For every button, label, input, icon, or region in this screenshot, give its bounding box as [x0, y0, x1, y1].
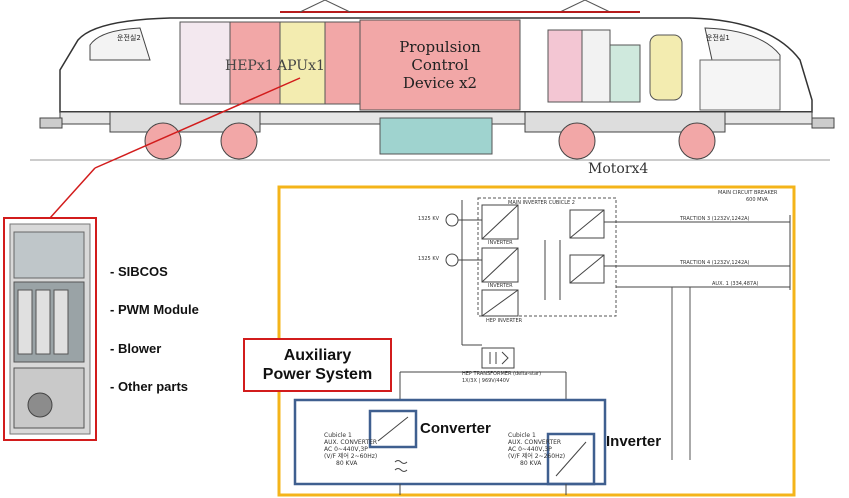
component-item: - Blower	[110, 341, 162, 356]
hep-transformer-label: HEP TRANSFORMER (delta-star)	[462, 371, 542, 377]
cubicle-left-line: AC 0~440V,3P	[324, 446, 368, 453]
hep-label: HEPx1	[225, 58, 274, 74]
hep-transformer-rating: 1X/3X | 969V/440V	[462, 378, 510, 384]
aux-1-label: AUX. 1 (334,487A)	[712, 281, 759, 287]
component-item: - PWM Module	[110, 302, 199, 317]
cubicle-right-line: Cubicle 1	[508, 432, 536, 439]
motor-label: Motorx4	[588, 161, 649, 177]
inverter-label: Inverter	[606, 433, 662, 450]
aux-power-system-callout: Auxiliary Power System	[243, 338, 392, 392]
mcb-label-2: 600 MVA	[746, 197, 768, 203]
cubicle-left-line: 80 KVA	[336, 460, 358, 467]
component-item: - Other parts	[110, 379, 189, 394]
hep-inverter-label: HEP INVERTER	[486, 318, 523, 324]
cubicle-left-line: (V/F 제어 2~60Hz)	[324, 453, 378, 460]
inverter-label-2: INVERTER	[488, 283, 513, 289]
cab-left-label: 운전실2	[117, 34, 141, 42]
component-item: - SIBCOS	[110, 264, 168, 279]
cubicle-left-line: AUX. CONVERTER	[324, 439, 378, 446]
propulsion-line-3: Device x2	[402, 74, 478, 92]
voltage-label-2: 1325 KV	[418, 256, 440, 262]
inverter-label-1: INVERTER	[488, 240, 513, 246]
cubicle-right-line: AC 0~440V,3P	[508, 446, 552, 453]
aux-title-line-1: Auxiliary	[283, 347, 352, 364]
cubicle-right-line: 80 KVA	[520, 460, 542, 467]
cubicle-right-line: AUX. CONVERTER	[508, 439, 562, 446]
propulsion-line-2: Control	[411, 56, 469, 74]
mcb-label-1: MAIN CIRCUIT BREAKER	[718, 190, 778, 196]
traction-3-label: TRACTION 3 (1232V,1242A)	[680, 216, 750, 222]
voltage-label-1: 1325 KV	[418, 216, 440, 222]
propulsion-line-1: Propulsion	[399, 38, 481, 56]
cab-right-label: 운전실1	[706, 34, 730, 42]
cubicle-left-text: Cubicle 1 AUX. CONVERTER AC 0~440V,3P (V…	[324, 432, 377, 467]
traction-4-label: TRACTION 4 (1232V,1242A)	[680, 260, 750, 266]
cubicle-right-line: (V/F 제어 2~260Hz)	[508, 453, 566, 460]
aux-title-line-2: Power System	[262, 366, 373, 383]
cubicle-right-text: Cubicle 1 AUX. CONVERTER AC 0~440V,3P (V…	[508, 432, 565, 467]
apu-label: APUx1	[277, 58, 325, 74]
propulsion-label: Propulsion Control Device x2	[384, 38, 496, 92]
cubicle-left-line: Cubicle 1	[324, 432, 352, 439]
main-inverter-label: MAIN INVERTER CUBICLE 2	[508, 200, 575, 206]
converter-label: Converter	[420, 420, 491, 437]
